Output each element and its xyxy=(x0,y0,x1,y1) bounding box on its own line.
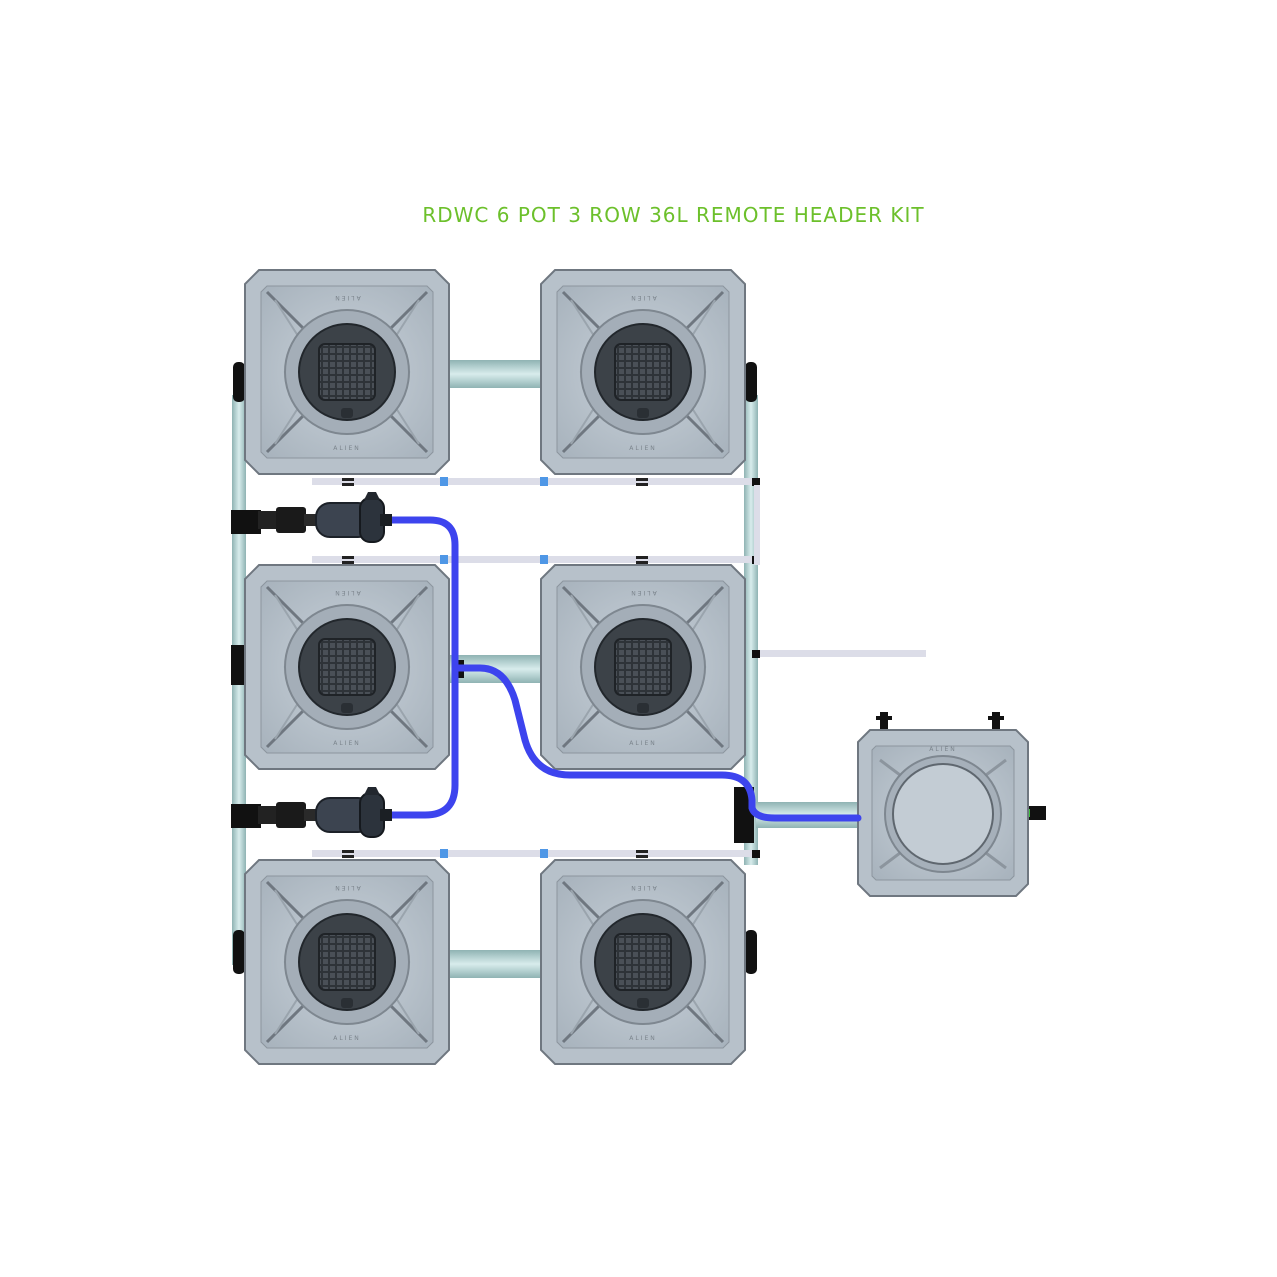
pot-brand-mark: ALIEN xyxy=(333,1035,361,1042)
pot-brand-mark: ALIEN xyxy=(629,294,657,301)
pot-brand-mark: ALIEN xyxy=(333,589,361,596)
pot-brand-mark: ALIEN xyxy=(333,740,361,747)
line-clips xyxy=(440,477,548,858)
pot: ALIEN ALIEN xyxy=(540,564,746,770)
pump xyxy=(258,492,392,543)
pots-layer: ALIENALIENALIENALIENALIENALIENALIENALIEN… xyxy=(244,269,746,1065)
pot-brand-mark: ALIEN xyxy=(333,445,361,452)
left-return-pipe xyxy=(231,362,261,974)
pot-brand-mark: ALIEN xyxy=(333,294,361,301)
blue-hoses xyxy=(386,516,862,822)
pump xyxy=(258,787,392,838)
pot: ALIEN ALIEN xyxy=(244,564,450,770)
header-tank: ALIEN xyxy=(857,712,1046,897)
pot-brand-mark: ALIEN xyxy=(629,1035,657,1042)
pot-brand-mark: ALIEN xyxy=(629,740,657,747)
pot: ALIEN ALIEN xyxy=(540,269,746,475)
line-markers xyxy=(342,478,648,858)
pumps-layer xyxy=(258,492,392,838)
diagram-title: RDWC 6 POT 3 ROW 36L REMOTE HEADER KIT xyxy=(422,203,925,227)
pot-brand-mark: ALIEN xyxy=(629,589,657,596)
pot-brand-mark: ALIEN xyxy=(629,445,657,452)
pot: ALIEN ALIEN xyxy=(244,859,450,1065)
pot: ALIEN ALIEN xyxy=(540,859,746,1065)
pot-brand-mark: ALIEN xyxy=(333,884,361,891)
pot-brand-mark: ALIEN xyxy=(629,884,657,891)
round-lid xyxy=(892,763,994,865)
white-feed-lines xyxy=(312,478,926,857)
header-brand-mark: ALIEN xyxy=(929,746,957,753)
pot: ALIEN ALIEN xyxy=(244,269,450,475)
